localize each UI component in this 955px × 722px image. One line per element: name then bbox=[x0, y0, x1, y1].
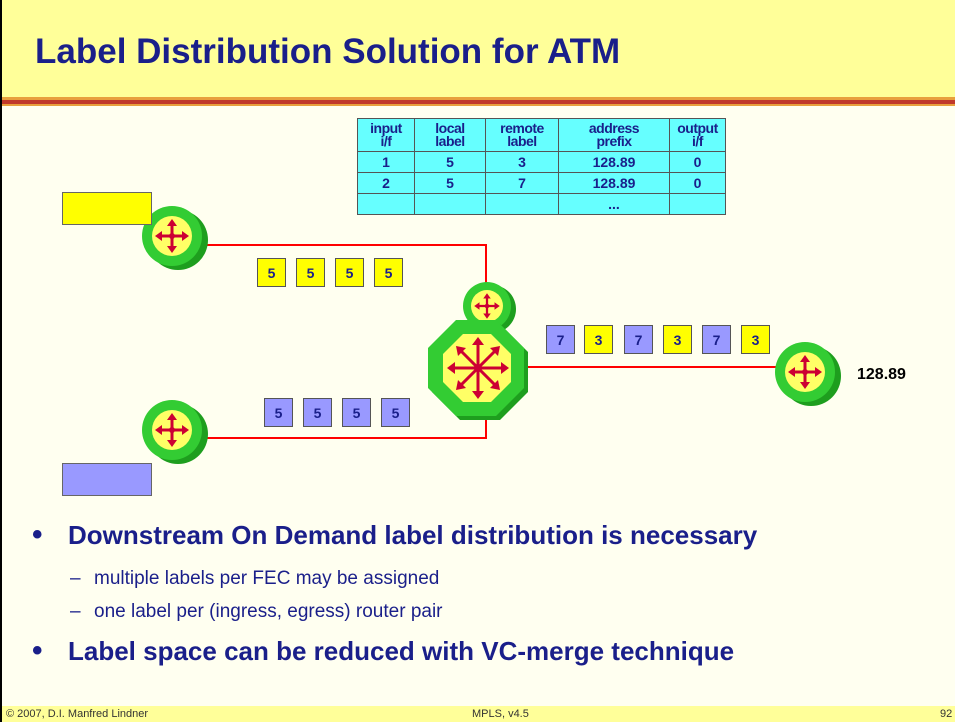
label-cell-bottom: 5 bbox=[264, 398, 293, 427]
table-cell bbox=[485, 193, 559, 215]
slide-title: Label Distribution Solution for ATM bbox=[35, 32, 621, 71]
table-cell: 128.89 bbox=[558, 172, 670, 194]
label-cell-top: 5 bbox=[257, 258, 286, 287]
label-cell-top: 5 bbox=[374, 258, 403, 287]
router-bottom-left bbox=[142, 400, 208, 464]
table-row: 1 5 3 128.89 0 bbox=[357, 151, 726, 173]
table-cell: 5 bbox=[414, 151, 486, 173]
title-rule-bottom bbox=[2, 104, 955, 106]
legend-yellow-box bbox=[62, 192, 152, 225]
table-cell: 3 bbox=[485, 151, 559, 173]
table-cell bbox=[357, 193, 415, 215]
footer-course: MPLS, v4.5 bbox=[472, 708, 529, 720]
atm-switch bbox=[428, 320, 528, 420]
label-cell-right: 3 bbox=[663, 325, 692, 354]
label-cell-right: 3 bbox=[584, 325, 613, 354]
link-bottom bbox=[200, 420, 487, 439]
label-cell-bottom: 5 bbox=[303, 398, 332, 427]
label-cell-right: 7 bbox=[624, 325, 653, 354]
legend-blue-box bbox=[62, 463, 152, 496]
link-top bbox=[200, 244, 487, 300]
slide-left-border bbox=[0, 0, 2, 722]
dash-icon: – bbox=[70, 601, 81, 622]
bullet-dot-icon: • bbox=[32, 634, 43, 667]
footer-copyright: © 2007, D.I. Manfred Lindner bbox=[6, 708, 149, 720]
label-cell-top: 5 bbox=[335, 258, 364, 287]
prefix-label: 128.89 bbox=[857, 366, 906, 383]
label-cell-right: 7 bbox=[702, 325, 731, 354]
title-rule-middle bbox=[2, 100, 955, 104]
table-row: ... bbox=[357, 193, 726, 215]
title-rule-top bbox=[2, 97, 955, 100]
router-right bbox=[775, 342, 841, 406]
table-cell: 0 bbox=[669, 151, 726, 173]
label-cell-bottom: 5 bbox=[381, 398, 410, 427]
page-number: 92 bbox=[940, 708, 953, 720]
label-cell-right: 7 bbox=[546, 325, 575, 354]
table-cell bbox=[669, 193, 726, 215]
table-cell: 5 bbox=[414, 172, 486, 194]
title-bar: Label Distribution Solution for ATM bbox=[2, 0, 955, 97]
table-cell bbox=[414, 193, 486, 215]
label-cell-bottom: 5 bbox=[342, 398, 371, 427]
table-row: 2 5 7 128.89 0 bbox=[357, 172, 726, 194]
label-cell-right: 3 bbox=[741, 325, 770, 354]
table-cell: 128.89 bbox=[558, 151, 670, 173]
bullet-dot-icon: • bbox=[32, 518, 43, 551]
label-cell-top: 5 bbox=[296, 258, 325, 287]
table-cell: 7 bbox=[485, 172, 559, 194]
dash-icon: – bbox=[70, 568, 81, 589]
router-top-left bbox=[142, 206, 208, 270]
table-cell: ... bbox=[558, 193, 670, 215]
footer: © 2007, D.I. Manfred Lindner MPLS, v4.5 … bbox=[2, 706, 955, 722]
table-cell: 0 bbox=[669, 172, 726, 194]
table-cell: 2 bbox=[357, 172, 415, 194]
table-cell: 1 bbox=[357, 151, 415, 173]
